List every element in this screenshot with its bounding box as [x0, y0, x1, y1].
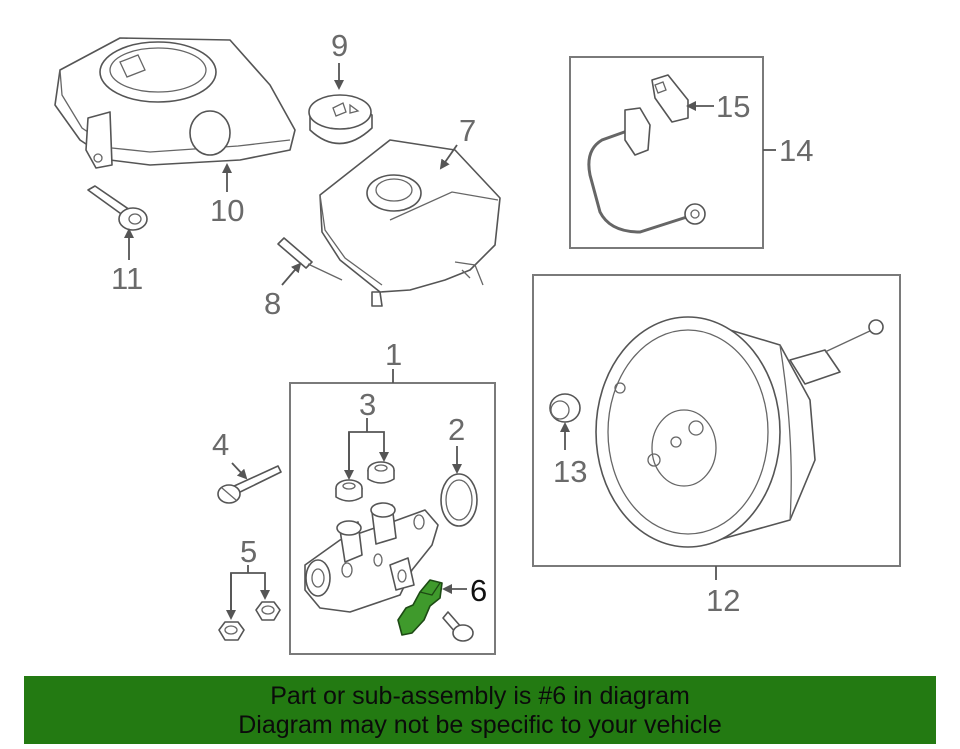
part-3-reservoir-grommets[interactable] [335, 461, 395, 502]
callout-13: 13 [553, 454, 587, 489]
part-1-bolt[interactable] [442, 611, 474, 642]
banner-line-1: Part or sub-assembly is #6 in diagram [270, 682, 690, 710]
part-11-bolt[interactable] [87, 185, 148, 231]
banner-line-2: Diagram may not be specific to your vehi… [238, 711, 722, 739]
info-banner: Part or sub-assembly is #6 in diagram Di… [24, 676, 936, 744]
callout-4: 4 [212, 427, 229, 462]
callout-8: 8 [264, 286, 281, 321]
part-6-pressure-sensor-highlighted[interactable] [397, 579, 443, 636]
part-9-reservoir-cap[interactable] [308, 94, 373, 145]
leader-lines [124, 63, 776, 620]
callout-9: 9 [331, 28, 348, 63]
part-13-grommet[interactable] [549, 393, 581, 423]
callout-labels: 9 7 10 11 8 15 14 13 12 1 3 2 4 5 6 [111, 28, 813, 618]
callout-1: 1 [385, 337, 402, 372]
part-10-engine-cover[interactable] [54, 37, 296, 169]
callout-2: 2 [448, 412, 465, 447]
callout-3: 3 [359, 387, 376, 422]
box-14 [569, 56, 764, 249]
callout-6: 6 [470, 573, 487, 608]
part-12-brake-booster[interactable] [595, 316, 884, 548]
part-4-bolt[interactable] [217, 465, 282, 504]
part-15-sensor-connector[interactable] [651, 74, 689, 123]
part-2-seal-ring[interactable] [440, 473, 478, 527]
part-7-reservoir[interactable] [319, 139, 501, 307]
part-8-pin[interactable] [277, 237, 343, 281]
part-1-master-cylinder[interactable] [304, 502, 439, 613]
callout-15: 15 [716, 89, 750, 124]
part-14-wire-harness[interactable] [587, 107, 706, 234]
callout-14: 14 [779, 133, 813, 168]
callout-5: 5 [240, 534, 257, 569]
callout-11: 11 [111, 261, 143, 296]
callout-12: 12 [706, 583, 740, 618]
part-5-nuts[interactable] [218, 601, 281, 641]
callout-10: 10 [210, 193, 244, 228]
callout-7: 7 [459, 113, 476, 148]
